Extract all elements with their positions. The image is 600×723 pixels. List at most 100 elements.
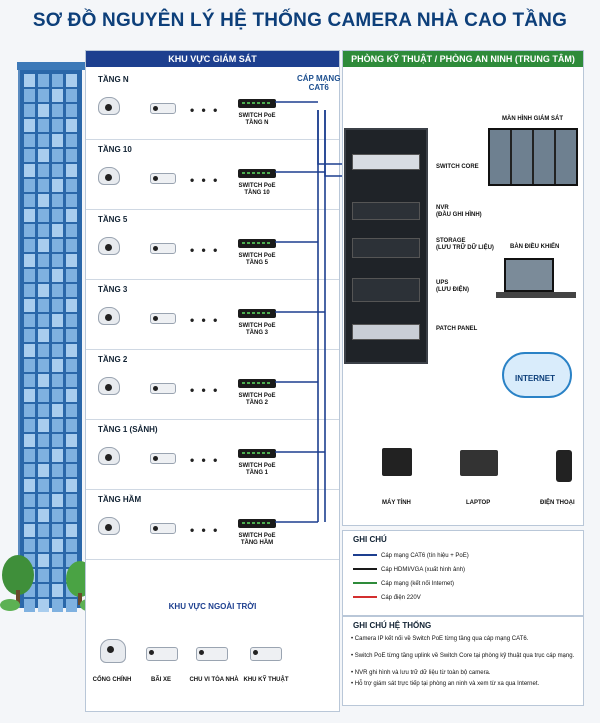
building-window <box>38 104 49 117</box>
building-window <box>52 344 63 357</box>
building-window <box>52 134 63 147</box>
floor-label: TẦNG 3 <box>98 285 128 294</box>
building-window <box>24 89 35 102</box>
switch-label-line1: SWITCH PoE <box>238 533 276 539</box>
building-window <box>24 284 35 297</box>
building-window <box>66 344 77 357</box>
building-window <box>66 104 77 117</box>
building-window <box>24 224 35 237</box>
poe-switch <box>238 379 276 388</box>
bullet-camera <box>150 383 176 394</box>
note-item: • NVR ghi hình và lưu trữ dữ liệu từ toà… <box>351 670 491 676</box>
building-window <box>24 209 35 222</box>
building-window <box>66 524 77 537</box>
building-window <box>66 164 77 177</box>
switch-label-line1: SWITCH PoE <box>238 183 276 189</box>
legend-row: Cáp điện 220V <box>353 593 421 603</box>
floor-label: TẦNG N <box>98 75 129 84</box>
building-window <box>24 479 35 492</box>
building-window <box>66 539 77 552</box>
building-window <box>24 554 35 567</box>
building-window <box>66 194 77 207</box>
building-window <box>52 584 63 597</box>
outdoor-camera-perimeter <box>196 647 228 661</box>
ups-label: UPS (LƯU ĐIỆN) <box>436 280 469 294</box>
poe-switch <box>238 449 276 458</box>
technical-room-title: PHÒNG KỸ THUẬT / PHÒNG AN NINH (TRUNG TÂ… <box>343 51 583 67</box>
building-window <box>52 539 63 552</box>
building-window <box>38 419 49 432</box>
building-window <box>38 389 49 402</box>
building-window <box>24 374 35 387</box>
monitoring-area-title: KHU VỰC GIÁM SÁT <box>86 51 339 67</box>
poe-switch <box>238 239 276 248</box>
building-window <box>52 464 63 477</box>
trunk-line <box>317 110 326 522</box>
building-window <box>24 599 35 612</box>
legend-row: Cáp mạng (kết nối Internet) <box>353 579 454 589</box>
building-window <box>38 464 49 477</box>
system-notes-title: GHI CHÚ HỆ THỐNG <box>353 621 432 630</box>
client-label: ĐIỆN THOẠI <box>540 500 575 506</box>
storage-device <box>352 238 420 258</box>
dome-camera <box>98 517 120 535</box>
building-window <box>38 524 49 537</box>
building-window <box>52 419 63 432</box>
outdoor-camera-technical <box>250 647 282 661</box>
bullet-camera <box>150 173 176 184</box>
building-window <box>66 479 77 492</box>
building-window <box>66 119 77 132</box>
building-window <box>52 569 63 582</box>
ups-label-line2: (LƯU ĐIỆN) <box>436 287 469 293</box>
patch-panel-device <box>352 324 420 340</box>
building-window <box>38 269 49 282</box>
building-window <box>52 74 63 87</box>
switch-label-line1: SWITCH PoE <box>238 393 276 399</box>
building-window <box>52 239 63 252</box>
building-window <box>38 314 49 327</box>
legend-label: Cáp HDMI/VGA (xuất hình ảnh) <box>381 567 466 573</box>
ellipsis: • • • <box>190 103 220 117</box>
cat6-cable-label: CÁP MẠNG CAT6 <box>297 74 340 92</box>
building-window <box>66 224 77 237</box>
internet-cloud <box>502 352 572 398</box>
building-window <box>38 74 49 87</box>
building-window <box>52 119 63 132</box>
ellipsis: • • • <box>190 243 220 257</box>
building-window <box>52 224 63 237</box>
dome-camera <box>98 307 120 325</box>
monitor-wall <box>488 128 578 186</box>
building-window <box>24 539 35 552</box>
building-window <box>24 434 35 447</box>
building-window <box>52 329 63 342</box>
building-window <box>38 449 49 462</box>
laptop-icon <box>460 450 498 476</box>
control-desk-monitor <box>504 258 554 292</box>
building-window <box>24 359 35 372</box>
building-window <box>24 149 35 162</box>
building-window <box>66 89 77 102</box>
building-window <box>52 494 63 507</box>
system-notes-box: GHI CHÚ HỆ THỐNG • Camera IP kết nối về … <box>342 616 584 706</box>
building-window <box>38 209 49 222</box>
building-window <box>38 89 49 102</box>
monitor-wall-label: MÀN HÌNH GIÁM SÁT <box>502 116 563 122</box>
building-window <box>24 419 35 432</box>
switch-label-line1: SWITCH PoE <box>238 323 276 329</box>
building-window <box>66 284 77 297</box>
legend-box: GHI CHÚ Cáp mạng CAT6 (tín hiệu + PoE)Cá… <box>342 530 584 616</box>
floor-label: TẦNG HẦM <box>98 495 142 504</box>
server-rack <box>344 128 428 364</box>
note-item: • Hỗ trợ giám sát trực tiếp tại phòng an… <box>351 681 540 687</box>
building-window <box>24 119 35 132</box>
building-window <box>52 209 63 222</box>
bullet-camera <box>150 103 176 114</box>
building-roof <box>17 62 85 70</box>
building-window <box>38 434 49 447</box>
